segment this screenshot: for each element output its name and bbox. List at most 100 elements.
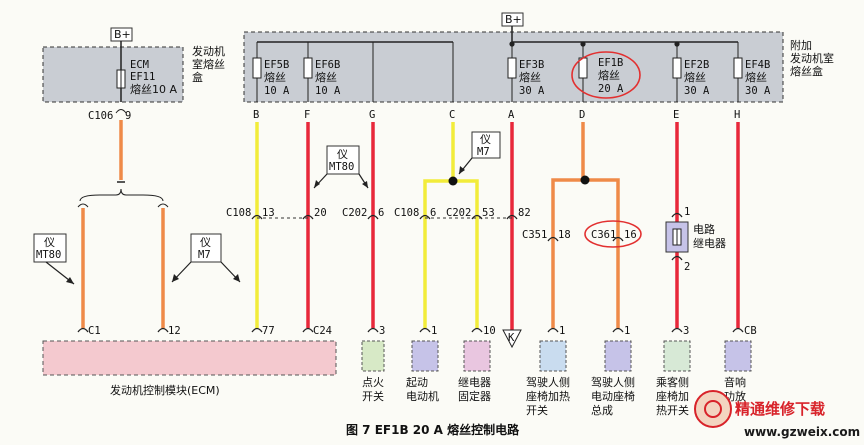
ef1b-rating: 20 A [598, 83, 624, 95]
ef3b-rating: 30 A [519, 85, 545, 97]
terminal-b: B [253, 109, 259, 121]
c108-6-conn: C108 [394, 207, 419, 219]
comp-audio-amplifier: CB 音响 功放 [724, 325, 757, 403]
tag-m7-a-1: 仪 [200, 236, 211, 249]
tag-m7-b-box [471, 131, 501, 159]
pass-heat-label-1: 乘客侧 [656, 375, 689, 389]
tag-m7-a-head-l [172, 274, 179, 282]
starter-box [411, 340, 439, 372]
arc-c108-6 [419, 214, 431, 220]
logo-emblem-inner [704, 400, 722, 418]
tag-mt80-a-box [33, 233, 67, 263]
figure-caption: 图 7 EF1B 20 A 熔丝控制电路 [346, 422, 520, 437]
arc-ecm-77 [251, 327, 263, 333]
fuse-ef1b: EF1B 熔丝 20 A [571, 51, 641, 102]
left-fuse-box-frame [42, 46, 184, 103]
ef11-rating: 熔丝10 A [130, 82, 177, 96]
tag-mt80-b-1: 仪 [337, 148, 348, 161]
ef5b-rating: 10 A [264, 85, 290, 97]
comp-ignition-switch: 3 点火 开关 [361, 325, 385, 403]
components: 3 点火 开关 1 起动 电动机 10 继电器 固定器 K 1 驾驶人侧 座椅加… [361, 325, 757, 417]
split-right-hook [157, 203, 169, 208]
ef1b-label: 熔丝 [598, 68, 620, 82]
ef4b-label: 熔丝 [745, 70, 767, 84]
arc-relay-1 [671, 212, 683, 218]
terminal-c: C [449, 109, 455, 121]
callout-tags: 仪 MT80 仪 M7 仪 MT80 仪 M7 [33, 131, 501, 285]
relay-label-2: 继电器 [693, 237, 726, 250]
tag-m7-a-head-r [233, 274, 240, 282]
tag-mt80-a-2: MT80 [36, 249, 61, 261]
c202-6-pin: 6 [378, 207, 384, 219]
c106-connector-symbol [115, 109, 127, 114]
tag-mt80-b-head-r [362, 181, 368, 188]
arc-comp-starter [419, 327, 431, 333]
fuse-ef5b: EF5B 熔丝 10 A [252, 57, 290, 102]
arc-c202-6 [367, 214, 379, 220]
arc-f-20 [302, 214, 314, 220]
ecm-supply-wires [77, 120, 169, 328]
ef6b-rating: 10 A [315, 85, 341, 97]
starter-label-1: 起动 [406, 376, 428, 389]
orange-wire-d-split [551, 178, 620, 328]
terminal-e: E [673, 109, 679, 121]
drv-seat-label-3: 总成 [591, 403, 613, 417]
pass-heat-box [663, 340, 691, 372]
amp-label-1: 音响 [724, 375, 746, 389]
left-box-title-2: 室熔丝 [192, 57, 225, 71]
tag-mt80-b-2: MT80 [329, 161, 354, 173]
tag-m7-a: 仪 M7 [171, 233, 241, 283]
ign-label-2: 开关 [362, 389, 384, 403]
c351-pin: 18 [558, 229, 571, 241]
drv-heat-label-2: 座椅加热 [526, 389, 570, 403]
c361-conn: C361 [591, 229, 616, 241]
tag-m7-a-box [190, 233, 222, 263]
ecm-pin-12: 12 [168, 325, 181, 337]
ef4b-name: EF4B [745, 59, 770, 71]
circuit-relay: 电路 继电器 [665, 221, 726, 253]
drv-heat-label-1: 驾驶人侧 [526, 375, 570, 389]
c361-pin: 16 [624, 229, 637, 241]
logo-url: www.gzweix.com [744, 425, 860, 439]
f-20-pin: 20 [314, 207, 327, 219]
arc-comp-pass-heat [671, 327, 683, 333]
ef1b-name: EF1B [598, 57, 623, 69]
ef3b-symbol [507, 57, 517, 79]
ecm-pin-c1: C1 [88, 325, 101, 337]
arc-comp-drv-heat [547, 327, 559, 333]
fuse-ef6b: EF6B 熔丝 10 A [303, 57, 341, 102]
terminal-f: F [304, 109, 310, 121]
tag-m7-b: 仪 M7 [458, 131, 501, 175]
yellow-wire-c-split [423, 179, 479, 328]
ef5b-symbol [252, 57, 262, 79]
ef6b-name: EF6B [315, 59, 340, 71]
arc-c108-13 [251, 214, 263, 220]
comp-starter: 1 起动 电动机 [406, 325, 439, 403]
right-box-title-1: 附加 [790, 38, 812, 52]
fuse-ef3b: EF3B 熔丝 30 A [507, 57, 545, 102]
tag-mt80-b-box [326, 145, 360, 175]
drv-seat-label-1: 驾驶人侧 [591, 375, 635, 389]
logo-emblem-icon [694, 390, 732, 428]
ef1b-highlight-circle [571, 51, 641, 99]
ef6b-label: 熔丝 [315, 70, 337, 84]
tag-mt80-a-1: 仪 [44, 236, 55, 249]
drv-heat-box [539, 340, 567, 372]
tag-m7-b-2: M7 [477, 146, 490, 158]
arc-ecm-12 [157, 327, 169, 333]
terminal-a: A [508, 109, 515, 121]
right-box-title-3: 熔丝盒 [790, 64, 823, 78]
pass-heat-label-3: 热开关 [656, 403, 689, 417]
ef2b-symbol [672, 57, 682, 79]
terminal-h: H [734, 109, 740, 121]
starter-label-2: 电动机 [406, 389, 439, 403]
ecm-box [42, 340, 337, 376]
tag-m7-a-2: M7 [198, 249, 211, 261]
drv-seat-pin: 1 [624, 325, 630, 337]
split-left-hook [77, 203, 89, 208]
left-box-title-3: 盒 [192, 70, 203, 84]
c351-conn: C351 [522, 229, 547, 241]
drv-heat-pin: 1 [559, 325, 565, 337]
arc-ecm-c1 [77, 327, 89, 333]
